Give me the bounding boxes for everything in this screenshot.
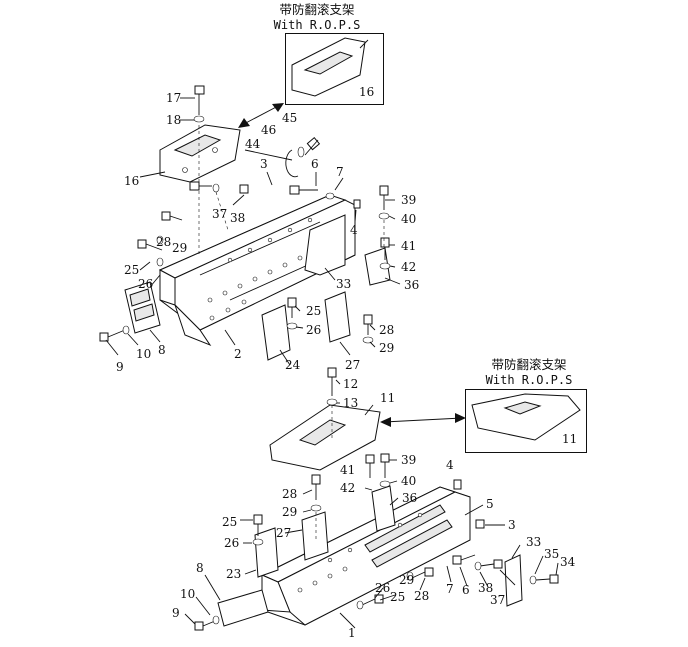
callouts-bottom: 12 13 11 41 39 40 4 42 36 28 29 5 25 27 … [172, 377, 576, 640]
callout-36-top: 36 [404, 278, 419, 292]
callout-46: 46 [261, 123, 276, 137]
callout-29-bottom-b: 29 [399, 573, 414, 587]
guard-8-bottom [217, 589, 269, 627]
callout-45: 45 [282, 111, 297, 125]
callout-23: 23 [226, 567, 241, 581]
callout-41-bottom: 41 [340, 463, 355, 477]
callout-26-bottom-b: 26 [375, 581, 390, 595]
callout-8-bottom: 8 [196, 561, 204, 575]
callout-44: 44 [245, 137, 261, 151]
bracket-23 [254, 527, 279, 578]
callout-10-top: 10 [136, 347, 151, 361]
inset-bottom-part-no: 11 [562, 432, 578, 446]
inset-top-plate [291, 37, 369, 97]
callout-17: 17 [166, 91, 181, 105]
callout-4-top: 4 [350, 223, 358, 237]
callout-39-top: 39 [401, 193, 416, 207]
inset-top-title-cn: 带防翻滚支架 [279, 2, 355, 17]
callout-11-bottom: 11 [380, 391, 395, 405]
inset-bottom-plate [471, 393, 581, 441]
callout-29-top-b: 29 [379, 341, 394, 355]
guard-8-top [124, 281, 161, 334]
leader-lines [105, 97, 559, 629]
callout-4-bottom: 4 [446, 458, 454, 472]
callout-5: 5 [486, 497, 494, 511]
callout-9-top: 9 [116, 360, 124, 374]
callout-10-bottom: 10 [180, 587, 195, 601]
callout-35: 35 [544, 547, 559, 561]
inset-bottom-box [465, 389, 587, 453]
plate-16-top [159, 124, 241, 183]
bracket-36-bottom [371, 485, 396, 532]
callout-26-top-b: 26 [306, 323, 321, 337]
callout-12: 12 [343, 377, 358, 391]
callout-7-bottom: 7 [446, 582, 454, 596]
bolts-top [99, 85, 391, 344]
plate-11-bottom [269, 404, 381, 471]
callouts-top: 17 18 16 44 46 45 3 6 7 37 38 39 40 4 28… [116, 91, 419, 374]
callout-28-bottom-a: 28 [282, 487, 297, 501]
callout-3-top: 3 [260, 157, 268, 171]
callout-6-top: 6 [311, 157, 319, 171]
callout-24: 24 [285, 358, 301, 372]
inset-bottom-title-en: With R.O.P.S [485, 373, 573, 387]
callout-28-bottom-b: 28 [414, 589, 429, 603]
callout-25-top-b: 25 [306, 304, 321, 318]
callout-34: 34 [560, 555, 576, 569]
callout-28-top-b: 28 [379, 323, 394, 337]
callout-2: 2 [234, 347, 242, 361]
callout-9-bottom: 9 [172, 606, 180, 620]
callout-13: 13 [343, 396, 358, 410]
bracket-24 [261, 304, 291, 361]
callout-3-bottom: 3 [508, 518, 516, 532]
arrow-bottom [380, 413, 466, 427]
callout-42-top: 42 [401, 260, 416, 274]
callout-40-bottom: 40 [401, 474, 416, 488]
frame-top [158, 194, 356, 347]
callout-33-top: 33 [336, 277, 351, 291]
inset-top-title-en: With R.O.P.S [273, 18, 361, 32]
inset-bottom-title-cn: 带防翻滚支架 [491, 357, 567, 372]
callout-25-bottom-a: 25 [222, 515, 237, 529]
callout-27-bottom: 27 [276, 526, 291, 540]
arrow-top [238, 103, 284, 128]
callout-18: 18 [166, 113, 181, 127]
callout-38-top: 38 [230, 211, 245, 225]
callout-41-top: 41 [401, 239, 416, 253]
callout-37-bottom: 37 [490, 593, 505, 607]
inset-top-box [285, 33, 384, 105]
bracket-27-bottom [301, 511, 329, 561]
callout-40-top: 40 [401, 212, 416, 226]
callout-8-top: 8 [158, 343, 166, 357]
callout-25-top-a: 25 [124, 263, 139, 277]
callout-29-top-a: 29 [172, 241, 187, 255]
inset-top-part-no: 16 [359, 85, 375, 99]
callout-37-top: 37 [212, 207, 227, 221]
callout-26-top-a: 26 [138, 277, 153, 291]
plate-33-bottom [504, 554, 523, 607]
callout-28-top-a: 28 [156, 235, 171, 249]
callout-27-top: 27 [345, 358, 360, 372]
callout-26-bottom-a: 26 [224, 536, 239, 550]
bracket-27 [324, 291, 351, 343]
callout-33-bottom: 33 [526, 535, 541, 549]
callout-39-bottom: 39 [401, 453, 416, 467]
callout-25-bottom-b: 25 [390, 590, 405, 604]
callout-1: 1 [348, 626, 356, 640]
callout-36-bottom: 36 [402, 491, 417, 505]
callout-38-bottom: 38 [478, 581, 493, 595]
callout-6-bottom: 6 [462, 583, 470, 597]
callout-42-bottom: 42 [340, 481, 355, 495]
callout-7-top: 7 [336, 165, 344, 179]
callout-16: 16 [124, 174, 139, 188]
callout-29-bottom-a: 29 [282, 505, 297, 519]
